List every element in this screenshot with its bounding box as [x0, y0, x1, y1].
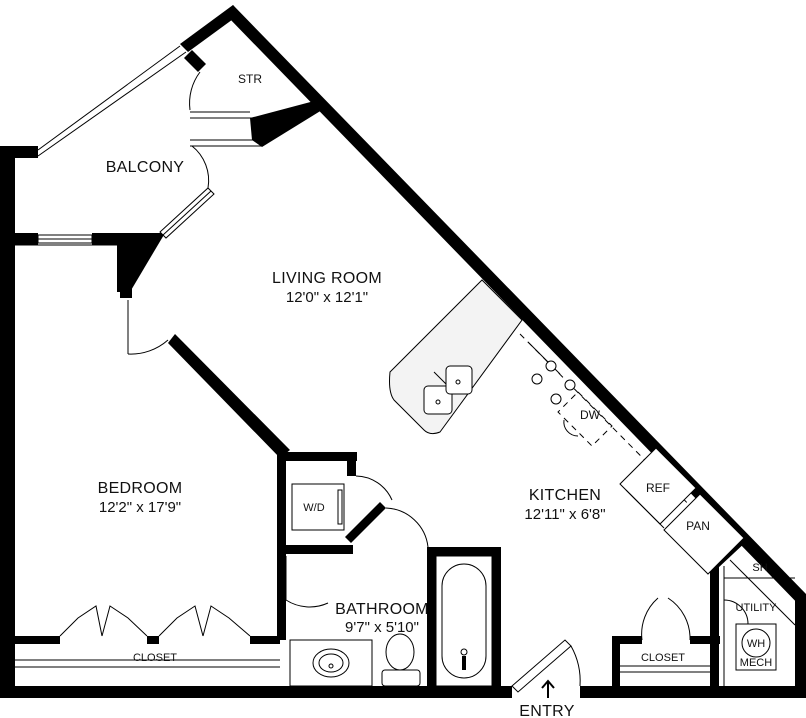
toilet-tank: [381, 669, 421, 687]
utility-fixtures: [291, 483, 777, 671]
water-heater-icon: [741, 628, 771, 658]
entry-closet-label: CLOSET: [641, 652, 685, 664]
bottom-wall-right: [580, 686, 806, 698]
mech-label: MECH: [740, 657, 772, 669]
bathtub-basin: [441, 563, 487, 679]
dishwasher: [557, 391, 613, 447]
tub-faucet: [462, 656, 466, 670]
entry-label: ENTRY: [519, 703, 574, 718]
pantry: [663, 493, 745, 575]
bathroom-label: BATHROOM: [335, 601, 429, 618]
labels: STR BALCONY LIVING ROOM 12'0" x 12'1" BE…: [98, 72, 778, 718]
bedroom-closet-label: CLOSET: [133, 652, 177, 664]
refrigerator-label: REF: [646, 481, 670, 495]
storage-label: STR: [238, 72, 262, 86]
kitchen-island: [389, 279, 523, 435]
bedroom-closet-wall-right: [250, 636, 280, 644]
bathroom-dims: 9'7" x 5'10": [345, 619, 419, 636]
kitchen-fixtures: [389, 279, 745, 575]
wd-wall-top: [277, 452, 357, 461]
bathroom-fixtures: [289, 555, 493, 687]
bedroom-living-diagonal-wall: [168, 334, 290, 458]
balcony-label: BALCONY: [106, 159, 185, 176]
bedroom-closet-wall-left: [15, 636, 60, 644]
entry-arrow-icon: [541, 679, 555, 698]
entry-closet-wall-left: [612, 636, 620, 694]
entry-closet-wall-top: [612, 636, 642, 644]
water-heater-label: WH: [747, 638, 765, 650]
wd-wall-bottom: [277, 545, 353, 554]
walls: [0, 5, 806, 698]
entry-closet-wall-top-r: [690, 636, 720, 644]
living-room-label: LIVING ROOM: [272, 270, 382, 287]
bedroom-top-wall-2: [92, 233, 120, 245]
living-room-dims: 12'0" x 12'1": [286, 289, 368, 306]
bath-wall-stub: [427, 547, 436, 690]
bedroom-label: BEDROOM: [98, 480, 183, 497]
entry-door[interactable]: [511, 639, 572, 693]
left-exterior-wall: [0, 146, 15, 690]
dishwasher-label: DW: [580, 408, 601, 422]
storage-wall-left: [180, 5, 240, 52]
wall-wedge: [117, 233, 165, 292]
bedroom-dims: 12'2" x 17'9": [99, 499, 181, 516]
bottom-wall-left: [0, 686, 512, 698]
wedge-stub: [120, 288, 132, 298]
storage-wall-stub: [184, 50, 206, 72]
shower-label: SH: [752, 562, 767, 574]
right-exterior-wall: [795, 594, 806, 698]
bedroom-top-wall: [0, 233, 38, 245]
toilet-bowl: [385, 633, 415, 671]
bedroom-closet-post: [147, 636, 159, 644]
utility-label: UTILITY: [736, 602, 778, 614]
washer-dryer: [291, 483, 345, 531]
cooktop-icon: [531, 360, 576, 405]
kitchen-dims: 12'11" x 6'8": [524, 506, 605, 523]
balcony-left-wall: [0, 146, 38, 158]
bath-wall-right: [492, 547, 501, 697]
utility-wall-left: [710, 560, 719, 698]
washer-dryer-label: W/D: [303, 502, 324, 514]
wd-door-jamb: [345, 502, 386, 543]
bath-wall-top: [427, 547, 500, 556]
kitchen-label: KITCHEN: [529, 487, 601, 504]
wd-wall-top-stub: [347, 452, 356, 476]
windows-and-lines: [15, 45, 796, 693]
pantry-label: PAN: [686, 519, 710, 533]
storage-wall-bottom: [250, 100, 322, 147]
